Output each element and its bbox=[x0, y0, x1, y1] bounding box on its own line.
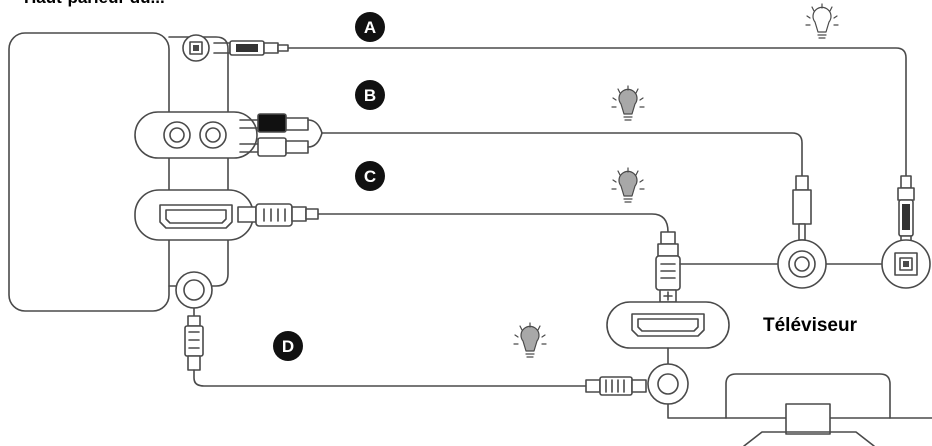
speaker-title-partial: Haut-parleur du... bbox=[24, 0, 165, 8]
badge-c: C bbox=[355, 161, 385, 191]
badge-c-text: C bbox=[364, 167, 376, 186]
speaker-hdmi-port[interactable] bbox=[134, 189, 254, 241]
badge-d-text: D bbox=[282, 337, 294, 356]
tv-optical-port[interactable] bbox=[881, 239, 931, 289]
speaker-coax-port[interactable] bbox=[175, 271, 213, 309]
cable-a-optical bbox=[213, 40, 915, 247]
speaker-unit bbox=[8, 32, 229, 312]
cable-b-rca bbox=[239, 113, 812, 241]
tv-hdmi-port[interactable] bbox=[606, 301, 730, 349]
cable-c-hdmi bbox=[237, 203, 681, 303]
badge-b: B bbox=[355, 80, 385, 110]
bulb-icon bbox=[513, 322, 547, 358]
speaker-rca-ports[interactable] bbox=[134, 111, 258, 159]
badge-d: D bbox=[273, 331, 303, 361]
badge-b-text: B bbox=[364, 86, 376, 105]
badge-a: A bbox=[355, 12, 385, 42]
tv-aux-jack[interactable] bbox=[777, 239, 827, 289]
tv-label: Téléviseur bbox=[763, 315, 857, 336]
bulb-icon bbox=[611, 85, 645, 121]
bulb-icon bbox=[805, 3, 839, 39]
cable-d-coax bbox=[184, 307, 647, 396]
bulb-icon bbox=[611, 167, 645, 203]
badge-a-text: A bbox=[364, 18, 376, 37]
tv-base-line bbox=[667, 403, 932, 419]
tv-coax-port[interactable] bbox=[647, 363, 689, 405]
tv-stand bbox=[725, 373, 891, 446]
speaker-optical-port[interactable] bbox=[182, 34, 210, 62]
